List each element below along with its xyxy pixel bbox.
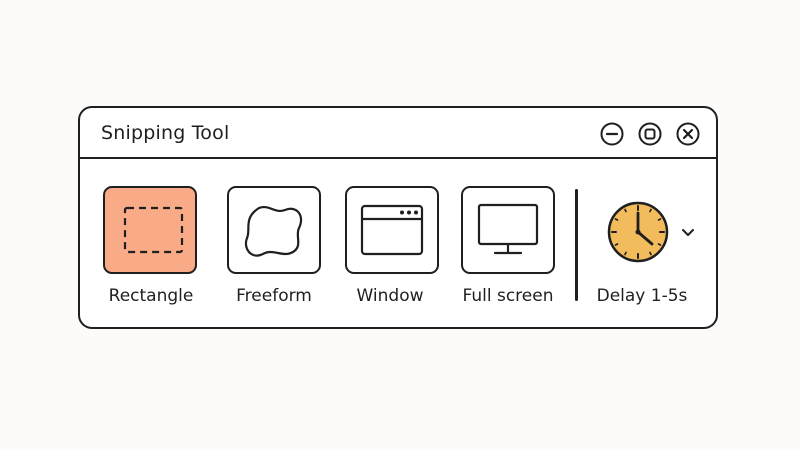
close-icon <box>676 122 700 146</box>
delay-button[interactable] <box>606 200 670 264</box>
fullscreen-mode-label: Full screen <box>462 286 554 306</box>
delay-label: Delay 1-5s <box>596 286 688 306</box>
chevron-down-icon <box>682 229 694 236</box>
maximize-icon <box>638 122 662 146</box>
rectangle-mode-button[interactable] <box>103 186 197 274</box>
rectangle-mode-label: Rectangle <box>108 286 194 306</box>
window-mode-button[interactable] <box>345 186 439 274</box>
window-title: Snipping Tool <box>101 122 230 144</box>
window-icon <box>360 204 424 256</box>
window-mode-label: Window <box>356 286 424 306</box>
toolbar-divider <box>575 189 578 301</box>
maximize-button[interactable] <box>638 122 662 146</box>
freeform-blob-icon <box>244 206 303 257</box>
freeform-mode-button[interactable] <box>227 186 321 274</box>
fullscreen-mode-button[interactable] <box>461 186 555 274</box>
minimize-icon <box>600 122 624 146</box>
freeform-mode-label: Freeform <box>236 286 312 306</box>
title-bar[interactable]: Snipping Tool <box>80 108 716 159</box>
clock-icon <box>607 201 669 263</box>
close-button[interactable] <box>676 122 700 146</box>
snipping-tool-window: Snipping Tool Rectangle <box>78 106 718 329</box>
minimize-button[interactable] <box>600 122 624 146</box>
delay-dropdown-button[interactable] <box>680 224 696 238</box>
monitor-icon <box>477 203 539 255</box>
dashed-rectangle-icon <box>123 206 184 254</box>
